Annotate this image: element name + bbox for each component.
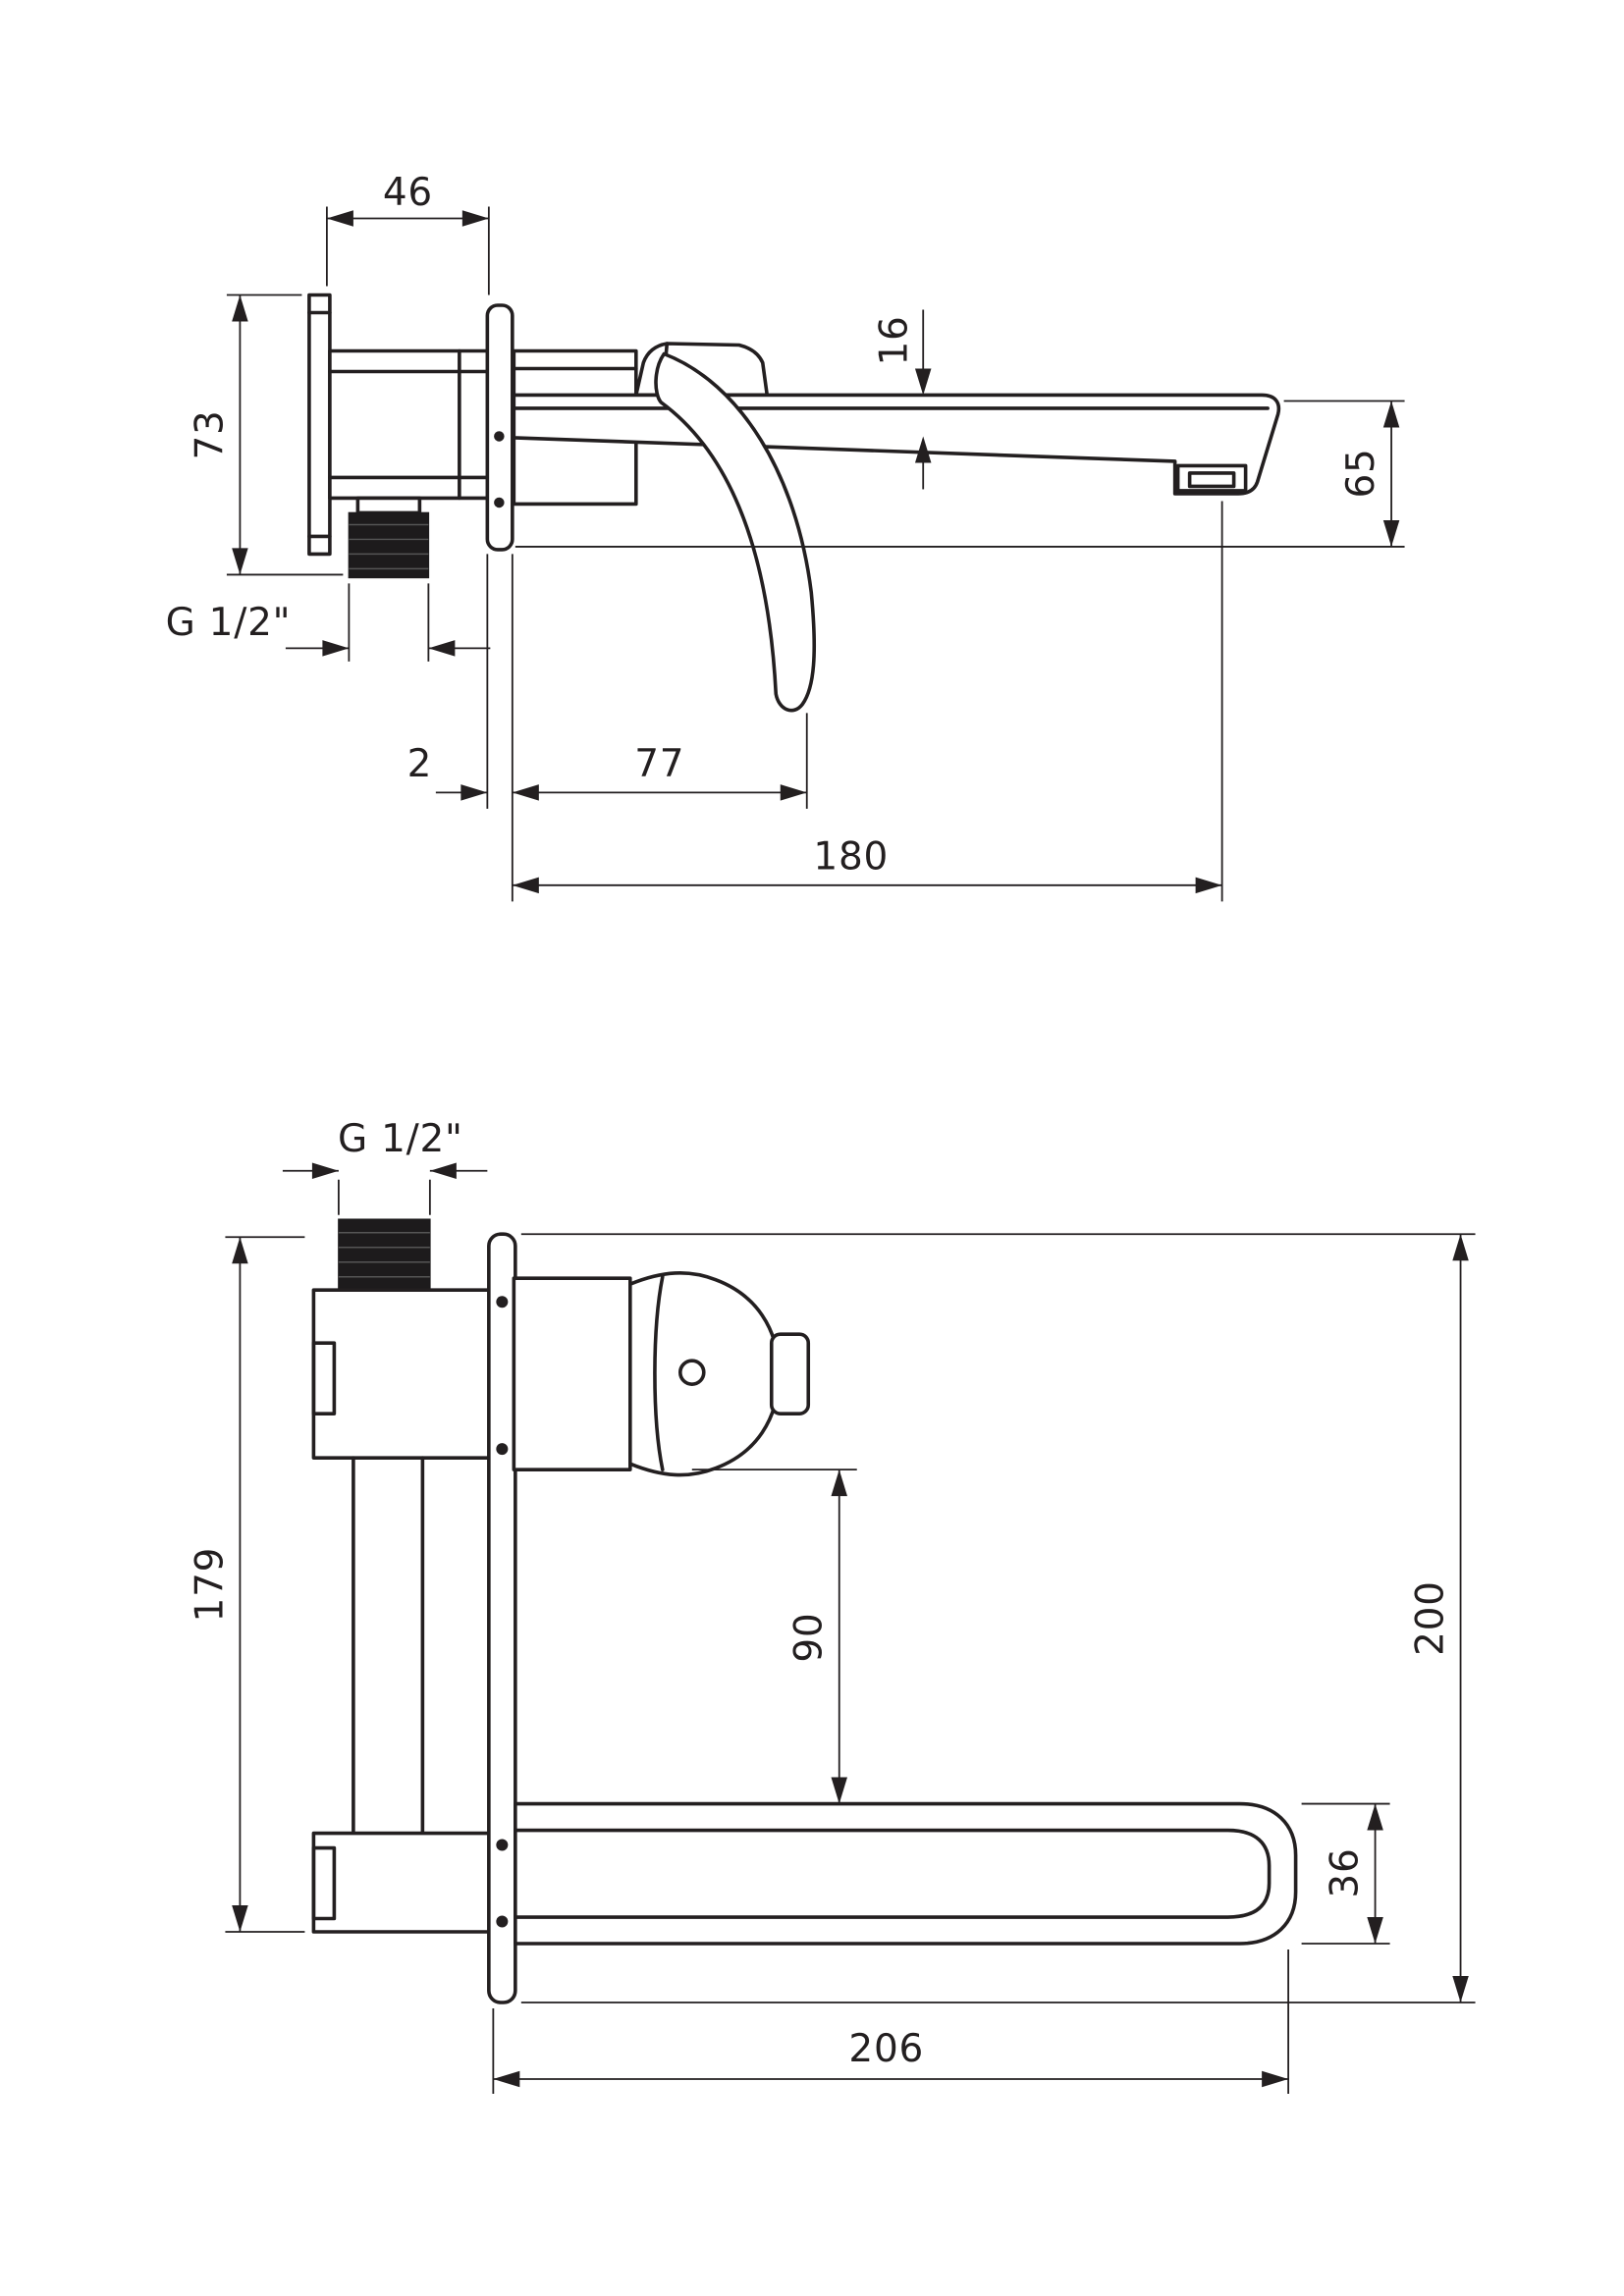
dim-label-90: 90: [787, 1613, 832, 1663]
dim-label-65: 65: [1339, 448, 1383, 498]
dim-body-height-73: 73: [188, 294, 344, 576]
front-wall-plate: [487, 1232, 517, 2004]
front-screw-dot-4: [496, 1915, 509, 1928]
dim-plate-thickness-2: 2: [407, 554, 489, 809]
front-handle-assembly: [512, 1271, 811, 1477]
dim-label-179: 179: [188, 1547, 232, 1623]
dim-spout-drop-16: 16: [873, 309, 932, 490]
side-aerator: [1175, 463, 1248, 493]
dim-total-height-200: 200: [520, 1233, 1476, 2003]
front-view: G 1/2" 179 90 200: [188, 1117, 1476, 2094]
front-screw-dot-2: [496, 1443, 509, 1456]
front-spout: [514, 1801, 1298, 1946]
dim-label-180: 180: [813, 834, 889, 879]
side-inlet-thread: [348, 496, 430, 579]
dim-body-height-179: 179: [188, 1236, 305, 1933]
front-riser-pipe: [352, 1456, 425, 1836]
side-lever: [654, 351, 817, 713]
dim-label-g12-front: G 1/2": [338, 1117, 463, 1161]
front-handle-pin: [677, 1359, 706, 1386]
dim-spout-reach-180: 180: [512, 501, 1223, 902]
dim-spout-height-36: 36: [1301, 1802, 1390, 1945]
dim-label-77: 77: [634, 742, 684, 786]
dim-label-200: 200: [1409, 1580, 1453, 1656]
side-screw-dot-bottom: [494, 497, 505, 508]
front-screw-dot-1: [496, 1296, 509, 1308]
dim-outlet-height-65: 65: [514, 400, 1405, 548]
dim-body-depth-46: 46: [325, 171, 490, 295]
front-bottom-elbow: [311, 1831, 494, 1934]
side-view: 46 73 16 65: [166, 171, 1405, 902]
dim-inlet-thread-front: G 1/2": [282, 1117, 488, 1215]
dim-label-73: 73: [188, 409, 232, 459]
dim-label-16: 16: [873, 315, 917, 365]
side-valve-body: [328, 348, 493, 501]
dim-label-2: 2: [407, 742, 433, 786]
dim-label-46: 46: [383, 171, 433, 215]
side-screw-dot-top: [494, 431, 505, 442]
dim-handle-reach-77: 77: [511, 554, 808, 902]
front-valve-body: [311, 1288, 494, 1460]
front-screw-dot-3: [496, 1839, 509, 1851]
side-wall-bracket: [307, 293, 332, 557]
front-handle-knob: [769, 1332, 811, 1415]
dim-inlet-thread-side: G 1/2": [166, 583, 491, 662]
front-inlet-thread: [338, 1218, 431, 1291]
dim-total-width-206: 206: [492, 1949, 1290, 2094]
side-wall-plate: [485, 303, 514, 552]
dim-label-g12-side: G 1/2": [166, 601, 292, 645]
dim-label-206: 206: [848, 2027, 924, 2071]
dim-handle-to-spout-90: 90: [691, 1468, 857, 1804]
dim-label-36: 36: [1324, 1847, 1368, 1897]
